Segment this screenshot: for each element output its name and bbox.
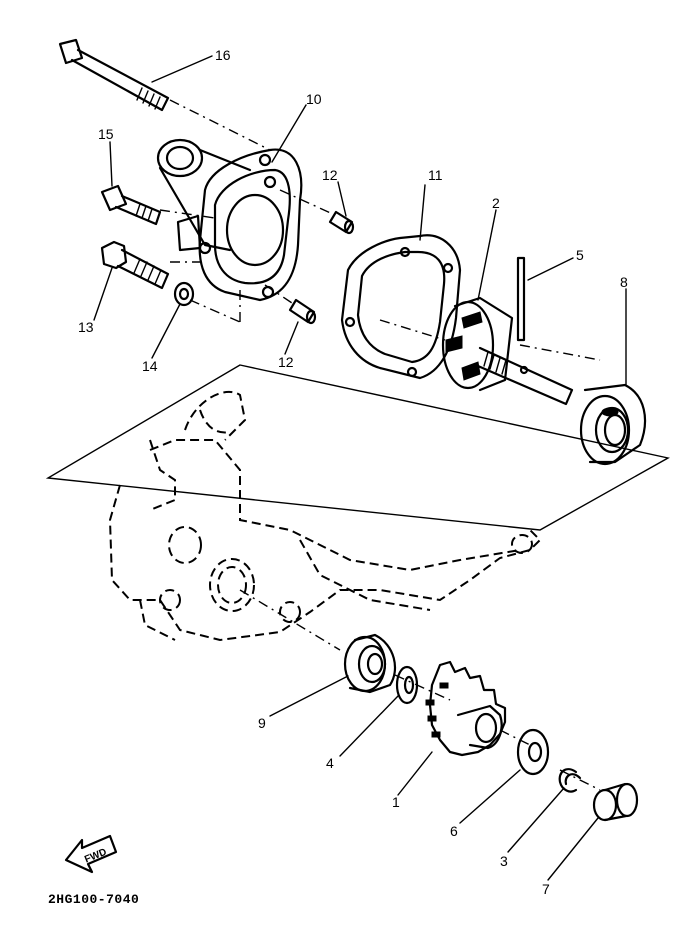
gasket-11 <box>340 234 462 380</box>
seal-8 <box>579 383 647 466</box>
callout-numbers: 16 10 15 12 11 2 5 8 13 14 12 9 4 1 6 3 … <box>78 47 628 897</box>
fwd-arrow-icon: FWD <box>64 834 118 874</box>
callout-13: 13 <box>78 319 94 335</box>
alignment-lines <box>159 99 601 791</box>
callout-10: 10 <box>306 91 322 107</box>
pin-5 <box>516 256 526 342</box>
callout-12-lower: 12 <box>278 354 294 370</box>
diagram-code: 2HG100-7040 <box>48 892 139 907</box>
callout-1: 1 <box>392 794 400 810</box>
callout-15: 15 <box>98 126 114 142</box>
callout-4: 4 <box>326 755 334 771</box>
bolt-15 <box>100 184 162 226</box>
bolt-16 <box>58 38 170 112</box>
washer-14 <box>173 281 195 307</box>
callout-14: 14 <box>142 358 158 374</box>
pump-cover-10 <box>156 138 303 302</box>
bearing-9 <box>343 633 397 694</box>
callout-2: 2 <box>492 195 500 211</box>
callout-3: 3 <box>500 853 508 869</box>
callout-7: 7 <box>542 881 550 897</box>
callout-6: 6 <box>450 823 458 839</box>
callout-5: 5 <box>576 247 584 263</box>
callout-9: 9 <box>258 715 266 731</box>
callout-12-upper: 12 <box>322 167 338 183</box>
circlip-3 <box>558 768 582 793</box>
impeller-shaft-2 <box>441 296 574 406</box>
callout-16: 16 <box>215 47 231 63</box>
leader-lines <box>93 55 627 881</box>
reference-plane <box>45 364 670 531</box>
washer-4 <box>395 665 419 705</box>
drive-gear-1 <box>425 660 507 757</box>
dowel-pin-12-upper <box>328 210 355 235</box>
callout-11: 11 <box>428 167 443 183</box>
bolt-13 <box>100 240 170 290</box>
dowel-pin-12-lower <box>288 298 317 325</box>
callout-8: 8 <box>620 274 628 290</box>
collar-7 <box>592 782 639 822</box>
fwd-label: FWD <box>83 847 108 866</box>
crankcase <box>108 390 542 642</box>
washer-6 <box>516 728 550 776</box>
